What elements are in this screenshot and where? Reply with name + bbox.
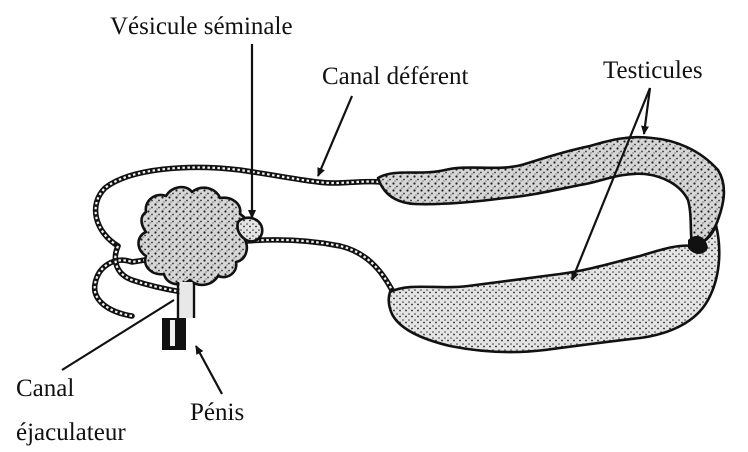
label-vesicule-seminale: Vésicule séminale (110, 13, 293, 40)
label-penis: Pénis (190, 399, 244, 426)
label-testicules: Testicules (603, 57, 703, 84)
label-canal-ejaculateur-line2: éjaculateur (16, 419, 126, 446)
testes (378, 137, 724, 352)
label-canal-ejaculateur-line1: Canal (16, 375, 74, 402)
label-canal-deferent: Canal déférent (322, 63, 469, 90)
ejaculatory-duct (178, 282, 194, 318)
seminal-vesicle (139, 187, 263, 285)
penis (162, 318, 186, 350)
